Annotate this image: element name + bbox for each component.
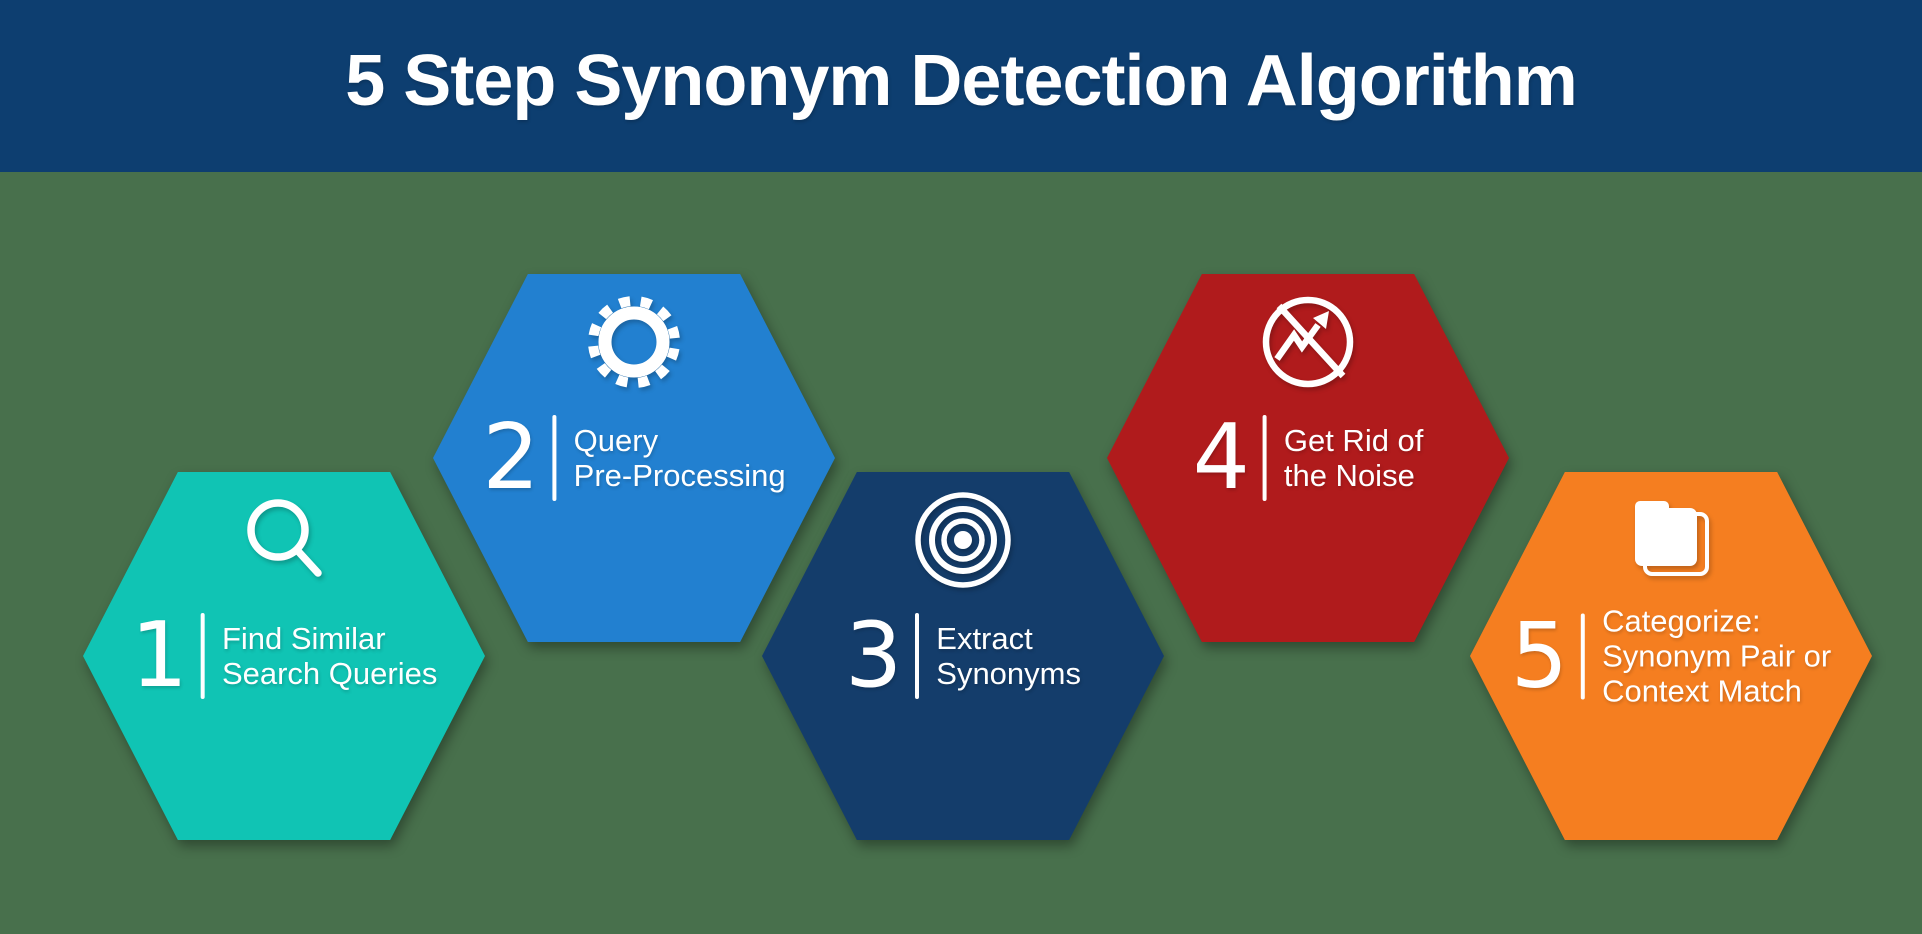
- step-label-line: Categorize:: [1602, 603, 1761, 639]
- step-label-line: Extract: [936, 621, 1033, 656]
- step-label: Categorize: Synonym Pair or Context Matc…: [1602, 604, 1831, 709]
- step-5-hexagon: 5 Categorize: Synonym Pair or Context Ma…: [1470, 472, 1872, 840]
- gear-icon: [433, 292, 835, 392]
- step-label-line: Find Similar: [221, 621, 386, 656]
- step-number: 1: [130, 603, 188, 708]
- step-5-text: 5 Categorize: Synonym Pair or Context Ma…: [1511, 604, 1831, 709]
- step-label-line: the Noise: [1283, 458, 1415, 493]
- step-label-line: Search Queries: [221, 656, 438, 691]
- no-noise-icon: [1107, 292, 1509, 392]
- step-3-hexagon-shape: 3 Extract Synonyms: [762, 472, 1164, 840]
- step-number: 4: [1192, 405, 1250, 510]
- step-3-hexagon: 3 Extract Synonyms: [762, 472, 1164, 840]
- step-label-line: Synonym Pair or: [1602, 638, 1832, 674]
- step-5-hexagon-shape: 5 Categorize: Synonym Pair or Context Ma…: [1470, 472, 1872, 840]
- step-2-hexagon-shape: 2 Query Pre-Processing: [433, 274, 835, 642]
- page-title: 5 Step Synonym Detection Algorithm: [345, 41, 1577, 121]
- step-1-text: 1 Find Similar Search Queries: [131, 611, 438, 701]
- step-number: 5: [1510, 603, 1569, 708]
- search-icon: [83, 490, 485, 590]
- step-divider: [552, 415, 557, 501]
- step-label: Query Pre-Processing: [574, 423, 786, 493]
- step-label: Find Similar Search Queries: [222, 621, 437, 691]
- step-divider: [200, 613, 205, 699]
- step-4-hexagon: 4 Get Rid of the Noise: [1107, 274, 1509, 642]
- step-label-line: Get Rid of: [1283, 423, 1424, 458]
- step-label-line: Query: [573, 423, 659, 458]
- step-number: 2: [482, 405, 540, 510]
- step-3-text: 3 Extract Synonyms: [845, 611, 1081, 701]
- step-label-line: Synonyms: [936, 656, 1081, 691]
- target-icon: [762, 490, 1164, 590]
- step-4-hexagon-shape: 4 Get Rid of the Noise: [1107, 274, 1509, 642]
- folder-icon: [1470, 490, 1872, 590]
- step-1-hexagon: 1 Find Similar Search Queries: [83, 472, 485, 840]
- step-divider: [1581, 613, 1586, 699]
- step-label-line: Pre-Processing: [573, 458, 786, 493]
- step-4-text: 4 Get Rid of the Noise: [1193, 413, 1424, 503]
- step-2-text: 2 Query Pre-Processing: [482, 413, 785, 503]
- step-label-line: Context Match: [1602, 673, 1802, 709]
- step-2-hexagon: 2 Query Pre-Processing: [433, 274, 835, 642]
- step-number: 3: [845, 603, 903, 708]
- header-band: 5 Step Synonym Detection Algorithm: [0, 0, 1922, 172]
- step-1-hexagon-shape: 1 Find Similar Search Queries: [83, 472, 485, 840]
- step-divider: [915, 613, 920, 699]
- step-label: Extract Synonyms: [936, 621, 1081, 691]
- step-label: Get Rid of the Noise: [1284, 423, 1424, 493]
- step-divider: [1262, 415, 1267, 501]
